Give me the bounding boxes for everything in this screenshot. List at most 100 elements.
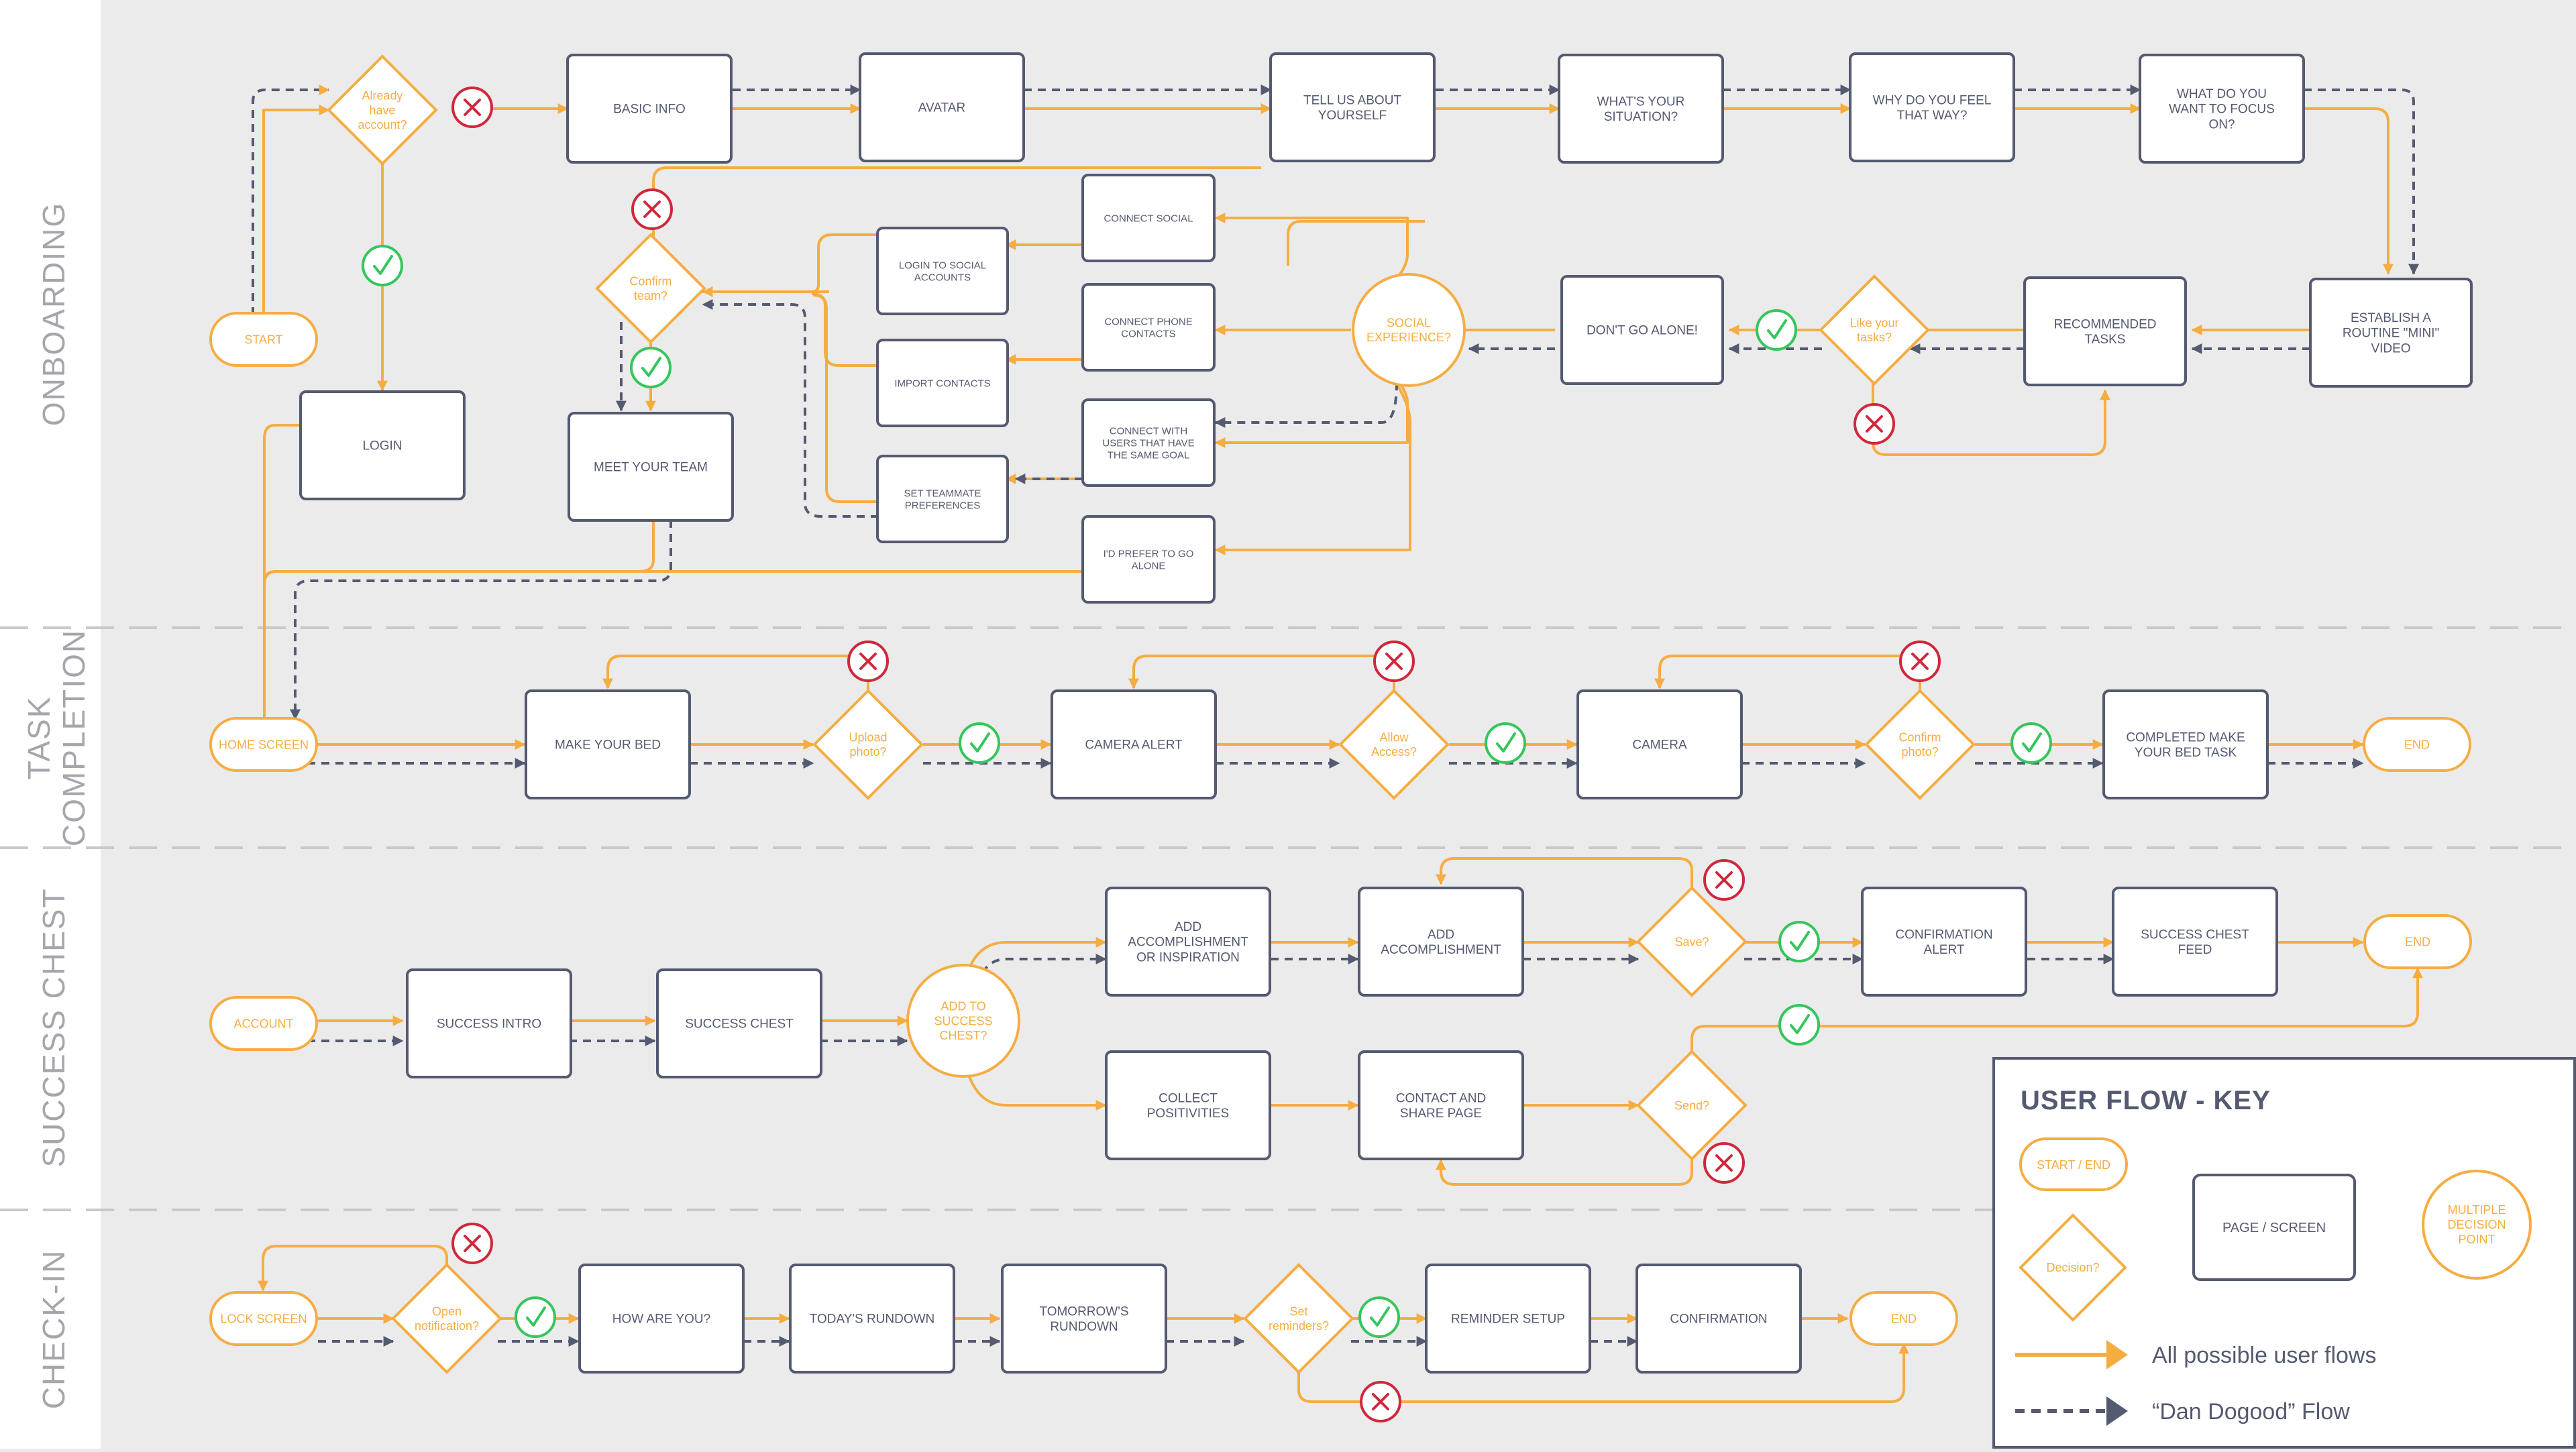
no-x-icon <box>1703 859 1745 901</box>
screen-label: MEET YOUR TEAM <box>594 461 708 475</box>
terminal-shape <box>2363 914 2472 969</box>
screen-shape <box>2102 689 2269 799</box>
screen-shape <box>1358 887 1524 997</box>
node-rem-setup: REMINDER SETUP <box>1425 1264 1591 1374</box>
node-basic: BASIC INFO <box>566 54 733 164</box>
screen-label: CONNECT SOCIAL <box>1104 213 1193 224</box>
screen-label: IMPORT CONTACTS <box>894 378 990 389</box>
terminal-shape <box>209 996 318 1051</box>
node-confirmation: CONFIRMATION <box>1635 1264 1802 1374</box>
screen-shape <box>2112 887 2278 997</box>
terminal-shape <box>209 312 318 367</box>
no-x-icon <box>1373 640 1415 682</box>
screen-shape <box>568 412 734 522</box>
terminal-label: HOME SCREEN <box>219 738 309 751</box>
terminal-shape <box>1849 1291 1958 1346</box>
no-x-icon <box>1360 1381 1401 1422</box>
screen-shape <box>1081 398 1216 487</box>
no-x-icon <box>1899 640 1941 682</box>
decision-label: Save? <box>1674 935 1709 948</box>
lane-header-column <box>0 0 101 1449</box>
terminal-shape <box>209 717 318 772</box>
screen-label: SUCCESS INTRO <box>437 1017 541 1031</box>
node-make-bed: MAKE YOUR BED <box>525 689 691 799</box>
screen-shape <box>406 968 572 1078</box>
key-all-flows-label: All possible user flows <box>2152 1343 2376 1368</box>
screen-shape <box>1081 283 1216 372</box>
lane-label-task: TASKCOMPLETION <box>21 629 91 846</box>
screen-shape <box>1576 689 1743 799</box>
screen-shape <box>566 54 733 164</box>
multi-decision-shape <box>906 964 1020 1078</box>
screen-shape <box>1269 52 1436 162</box>
decision-shape <box>1636 886 1748 997</box>
no-x-icon <box>847 640 889 682</box>
screen-shape <box>1425 1264 1591 1374</box>
decision-shape <box>595 233 706 344</box>
node-rundown: TODAY'S RUNDOWN <box>789 1264 955 1374</box>
node-camera: CAMERA <box>1576 689 1743 799</box>
yes-check-icon <box>1778 1004 1820 1046</box>
yes-check-icon <box>1485 722 1526 764</box>
node-end2: END <box>2363 914 2472 969</box>
yes-check-icon <box>362 245 403 286</box>
node-success-intro: SUCCESS INTRO <box>406 968 572 1078</box>
terminal-shape <box>209 1291 318 1346</box>
screen-shape <box>1105 1050 1271 1160</box>
terminal-label: START <box>244 333 282 346</box>
terminal-label: END <box>2404 738 2430 751</box>
key-dan-flow-label: “Dan Dogood” Flow <box>2152 1399 2350 1425</box>
node-home: HOME SCREEN <box>209 717 318 772</box>
decision-shape <box>1864 689 1976 800</box>
node-import: IMPORT CONTACTS <box>876 339 1009 427</box>
screen-label: TODAY'S RUNDOWN <box>810 1313 935 1327</box>
screen-shape <box>1849 52 2015 162</box>
terminal-shape <box>2363 717 2471 772</box>
decision-shape <box>812 689 924 800</box>
screen-shape <box>656 968 822 1078</box>
screen-shape <box>876 339 1009 427</box>
node-account: ACCOUNT <box>209 996 318 1051</box>
screen-shape <box>2023 276 2187 386</box>
key-decision-label: Decision? <box>2046 1261 2099 1274</box>
screen-shape <box>1081 515 1216 604</box>
yes-check-icon <box>1358 1296 1400 1338</box>
decision-label: Send? <box>1674 1099 1709 1112</box>
screen-shape <box>876 227 1009 315</box>
screen-shape <box>1861 887 2027 997</box>
key-multi-symbol <box>2422 1170 2532 1280</box>
screen-shape <box>578 1264 745 1374</box>
key-title: USER FLOW - KEY <box>2021 1086 2271 1115</box>
terminal-label: ACCOUNT <box>234 1017 294 1030</box>
screen-label: BASIC INFO <box>613 103 686 117</box>
node-connect-social: CONNECT SOCIAL <box>1081 174 1216 262</box>
key-decision-symbol <box>2019 1213 2127 1322</box>
screen-label: CAMERA ALERT <box>1085 738 1183 752</box>
